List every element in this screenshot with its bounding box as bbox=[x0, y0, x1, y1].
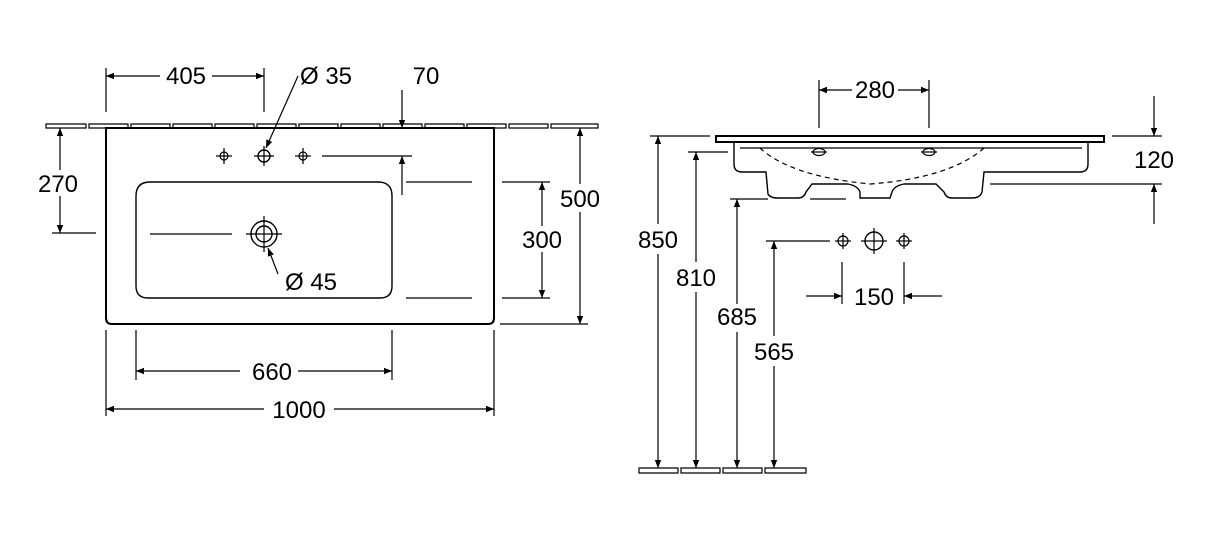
tap-hole-center-icon bbox=[254, 146, 274, 166]
dim-685-label: 685 bbox=[717, 304, 757, 331]
faucet-holes-icon bbox=[835, 228, 912, 254]
dim-270-label: 270 bbox=[38, 171, 78, 198]
plan-view: 405 Ø 35 70 270 500 300 Ø 45 660 1000 bbox=[38, 63, 600, 424]
dim-120-label: 120 bbox=[1134, 147, 1174, 174]
dim-dia35-label: Ø 35 bbox=[300, 63, 352, 90]
floor-tiles bbox=[638, 467, 807, 474]
basin-body-profile bbox=[733, 142, 1089, 199]
dim-280-label: 280 bbox=[855, 77, 895, 104]
tap-hole-right-icon bbox=[295, 148, 311, 164]
bowl-hidden-contour bbox=[759, 147, 985, 185]
dim-70-label: 70 bbox=[413, 63, 440, 90]
dim-850-label: 850 bbox=[638, 227, 678, 254]
dim-565-label: 565 bbox=[754, 339, 794, 366]
dim-660-label: 660 bbox=[252, 359, 292, 386]
dim-1000-label: 1000 bbox=[272, 397, 325, 424]
basin-top-profile bbox=[715, 135, 1105, 143]
dim-500-label: 500 bbox=[560, 186, 600, 213]
side-view: 280 120 850 810 685 565 150 bbox=[638, 77, 1174, 474]
tap-hole-side-right-icon bbox=[921, 147, 937, 157]
dim-150-label: 150 bbox=[854, 284, 894, 311]
dim-dia45-label: Ø 45 bbox=[285, 269, 337, 296]
drain-icon bbox=[150, 216, 282, 252]
dim-300-label: 300 bbox=[522, 227, 562, 254]
dim-405-label: 405 bbox=[166, 63, 206, 90]
tap-hole-left-icon bbox=[216, 148, 232, 164]
bowl-outline bbox=[135, 181, 393, 299]
tap-hole-side-left-icon bbox=[811, 147, 827, 157]
basin-outline bbox=[105, 127, 495, 325]
dim-810-label: 810 bbox=[676, 265, 716, 292]
